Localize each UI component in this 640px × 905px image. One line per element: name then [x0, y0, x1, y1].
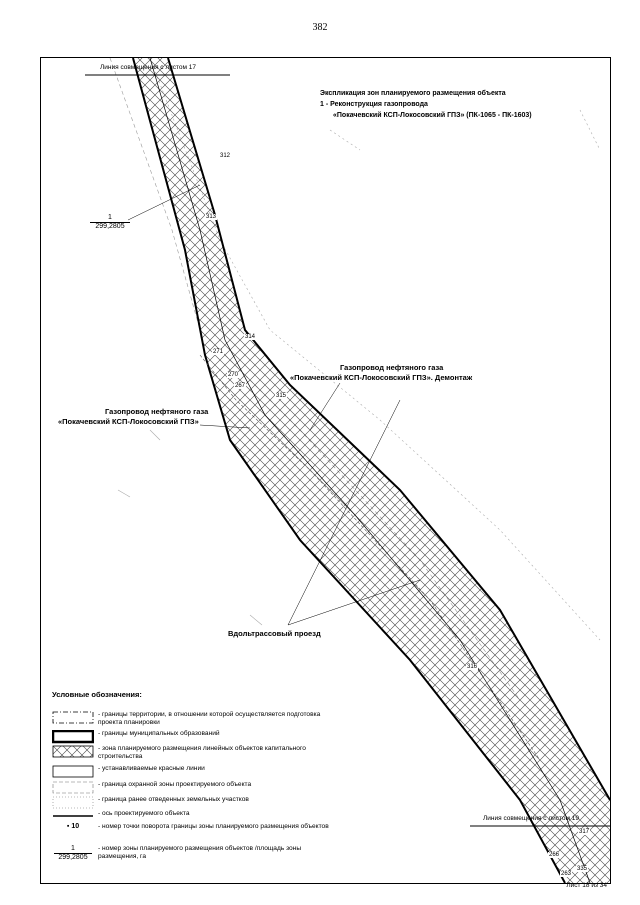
- legend-text: - граница ранее отведенных земельных уча…: [98, 796, 249, 803]
- point-label: 266: [548, 852, 561, 858]
- legend-item: 1 299,2805 - номер зоны планируемого раз…: [52, 845, 352, 869]
- pipeline-label-2: «Покачевский КСП-Локосовский ГПЗ»: [58, 417, 199, 426]
- legend-symbol: [52, 730, 94, 744]
- legend-item: - граница ранее отведенных земельных уча…: [52, 796, 352, 812]
- zone-fraction: 1 299,2805: [90, 214, 130, 231]
- legend-symbol: [52, 781, 94, 794]
- legend-symbol: [52, 796, 94, 809]
- point-label: 335: [576, 866, 589, 872]
- legend-title: Условные обозначения:: [52, 690, 142, 699]
- point-label: 315: [275, 393, 288, 399]
- legend-text: - границы территории, в отношении которо…: [98, 711, 321, 726]
- point-label: 267: [234, 383, 247, 389]
- point-label: 314: [244, 334, 257, 340]
- point-label: 263: [560, 871, 573, 877]
- pipeline-label-1: Газопровод нефтяного газа: [105, 407, 209, 416]
- legend-item: ▪ 10 - номер точки поворота границы зоны…: [52, 823, 352, 839]
- planned-zone: [133, 58, 610, 883]
- explication-item-detail: «Покачевский КСП-Локосовский ГПЗ» (ПК-10…: [333, 112, 532, 119]
- sheet-number: Лист 18 из 34: [566, 882, 607, 889]
- legend-item: - граница охранной зоны проектируемого о…: [52, 781, 352, 797]
- map-frame: [40, 57, 611, 884]
- point-label: 316: [466, 664, 479, 670]
- legend-text: - номер зоны планируемого размещения объ…: [98, 845, 302, 860]
- legend-text: - номер точки поворота границы зоны план…: [98, 823, 329, 830]
- legend-text: - устанавливаемые красные линии: [98, 765, 205, 772]
- legend-item: - границы территории, в отношении которо…: [52, 711, 352, 727]
- point-label: 312: [219, 153, 232, 159]
- road-label: Вдольтрассовый проезд: [228, 629, 321, 638]
- match-line-top-label: Линия совмещения с листом 17: [100, 64, 197, 71]
- point-label: 313: [205, 214, 218, 220]
- point-label: 270: [227, 372, 240, 378]
- legend-item: - ось проектируемого объекта: [52, 810, 352, 826]
- page-number: 382: [312, 22, 328, 33]
- legend-symbol: [53, 815, 93, 817]
- legend-point-sample: 10: [71, 823, 80, 830]
- legend-item: - устанавливаемые красные линии: [52, 765, 352, 781]
- zone-area: 299,2805: [95, 223, 125, 230]
- pipeline-demolish-label-2: «Покачевский КСП-Локосовский ГПЗ». Демон…: [290, 373, 473, 382]
- match-line-bottom-label: Линия совмещения с листом 19: [483, 815, 580, 822]
- legend-fraction: 1 299,2805: [54, 845, 92, 862]
- legend-symbol: [52, 711, 94, 724]
- legend-symbol: [52, 745, 94, 758]
- legend-fraction-den: 299,2805: [58, 854, 88, 861]
- point-label: 317: [578, 829, 591, 835]
- legend-symbol: [52, 765, 94, 778]
- pipeline-demolish-label-1: Газопровод нефтяного газа: [340, 363, 444, 372]
- legend-text: - ось проектируемого объекта: [98, 810, 190, 817]
- point-label: 271: [212, 349, 225, 355]
- legend-symbol: ▪ 10: [66, 823, 80, 830]
- legend-item: - границы муниципальных образований: [52, 730, 352, 746]
- explication-item: 1 - Реконструкция газопровода: [320, 101, 428, 108]
- legend-text: - граница охранной зоны проектируемого о…: [98, 781, 252, 788]
- legend-text: - границы муниципальных образований: [98, 730, 220, 737]
- zone-number: 1: [90, 214, 130, 223]
- legend-text: - зона планируемого размещения линейных …: [98, 745, 306, 760]
- legend-fraction-num: 1: [54, 845, 92, 854]
- legend-item: - зона планируемого размещения линейных …: [52, 745, 352, 761]
- explication-title: Экспликация зон планируемого размещения …: [320, 90, 506, 97]
